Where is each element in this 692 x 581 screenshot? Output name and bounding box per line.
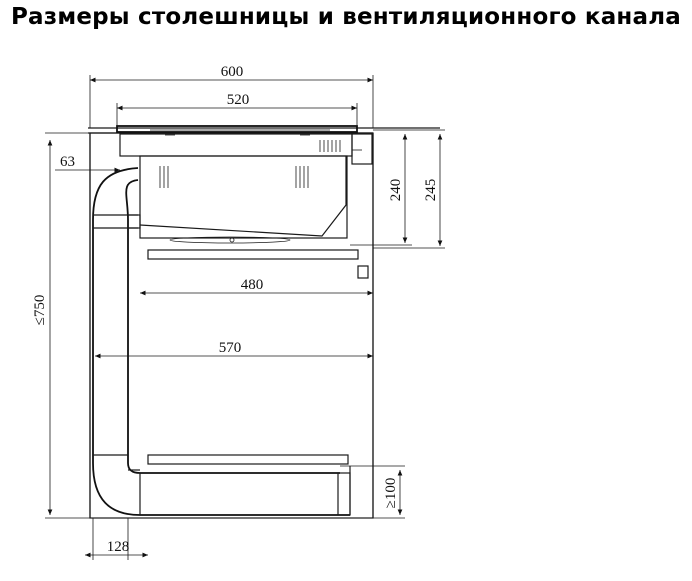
dim-label-480: 480 <box>241 277 264 293</box>
page-title: Размеры столешницы и вентиляционного кан… <box>10 4 682 30</box>
hob-body <box>119 133 373 244</box>
cabinet-outline <box>89 132 374 519</box>
dim-520: 520 <box>116 92 358 126</box>
dim-570: 570 <box>95 340 373 359</box>
dim-63: 63 <box>55 154 120 173</box>
dim-label-240: 240 <box>388 179 404 202</box>
shelves <box>147 249 369 465</box>
dim-label-520: 520 <box>227 92 250 108</box>
vent-grille <box>159 140 341 188</box>
dim-label-100: ≥100 <box>383 478 399 509</box>
dim-label-63: 63 <box>60 154 75 170</box>
ventilation-duct <box>92 167 351 516</box>
dim-label-750: ≤750 <box>32 295 48 326</box>
countertop <box>88 127 440 134</box>
dim-label-245: 245 <box>423 179 439 202</box>
dim-240: 240 <box>350 134 412 246</box>
dim-label-570: 570 <box>219 340 242 356</box>
dim-245: 245 <box>373 129 445 249</box>
dim-128: 128 <box>85 518 148 560</box>
dim-750: ≤750 <box>32 132 90 519</box>
dim-100: ≥100 <box>340 465 405 519</box>
dim-600: 600 <box>89 64 374 128</box>
hob-glass <box>116 125 358 136</box>
dim-label-600: 600 <box>221 64 244 80</box>
dim-label-128: 128 <box>107 539 130 555</box>
dim-480: 480 <box>140 277 373 296</box>
